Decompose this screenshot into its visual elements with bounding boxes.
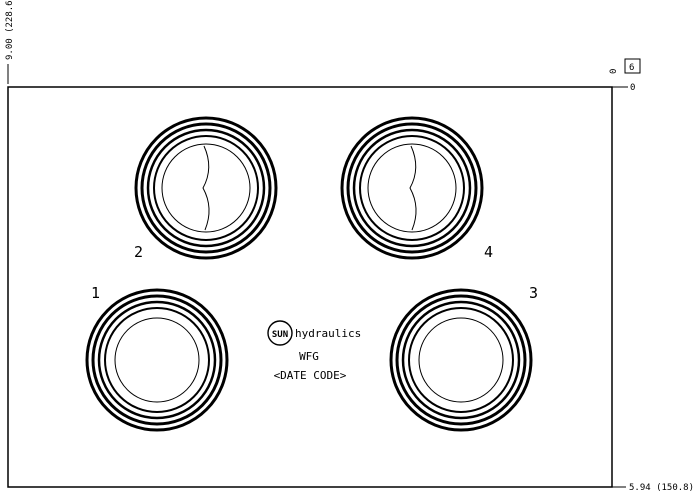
sun-logo: SUN [267,320,293,346]
port-4-label: 4 [484,243,493,261]
port-2 [134,116,278,260]
dim-bottom-right: 5.94 (150.8) [629,483,694,493]
dim-box [624,58,641,74]
port-2-label: 2 [134,243,143,261]
port-3-label: 3 [529,284,538,302]
port-1-label: 1 [91,284,100,302]
date-code-text: <DATE CODE> [274,369,347,382]
model-text: WFG [299,350,319,363]
dim-left-top: 9.00 (228.6) [5,0,15,60]
manifold-outline [7,86,613,488]
port-3 [389,288,533,432]
brand-text: hydraulics [295,327,361,340]
plug-split-line [409,145,417,231]
dim-box-label: 6 [629,63,634,73]
port-4 [340,116,484,260]
logo-text: SUN [272,330,288,340]
port-1 [85,288,229,432]
dim-top-zero-right: 0 [630,83,635,93]
dim-top-zero-left: 0 [609,69,619,74]
plug-split-line [202,145,210,231]
